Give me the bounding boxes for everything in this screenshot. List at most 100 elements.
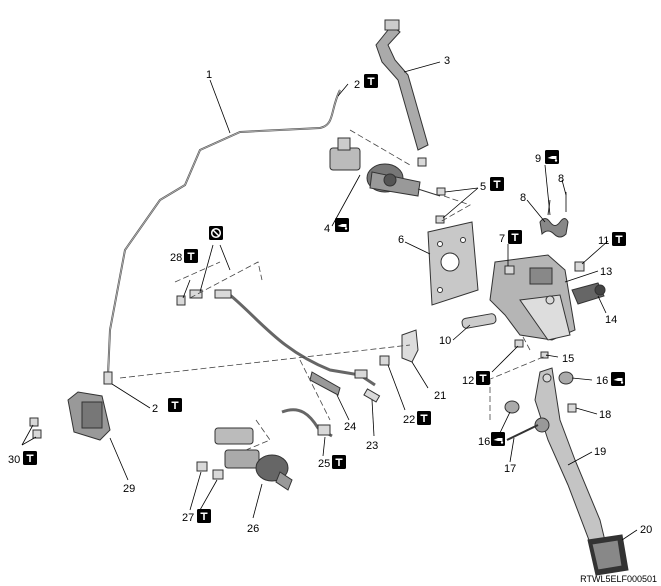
callout-5: 5: [480, 181, 486, 193]
callout-4: 4: [324, 223, 330, 235]
leader-28-nr-b: [219, 244, 231, 271]
leader-21: [411, 361, 429, 389]
leader-3: [403, 61, 441, 73]
pedal-bracket: [489, 254, 576, 341]
pivot-pin: [461, 313, 497, 329]
callout-21: 21: [434, 390, 446, 402]
callout-16-left: 16: [478, 436, 490, 448]
leader-24: [336, 394, 350, 421]
torque-icon: [197, 509, 211, 523]
leader-22: [387, 364, 406, 411]
leader-29: [109, 437, 129, 481]
no-reuse-icon: [209, 226, 223, 240]
callout-30: 30: [8, 454, 20, 466]
leader-18: [575, 407, 598, 415]
callout-24: 24: [344, 421, 356, 433]
leader-5b: [442, 187, 479, 219]
callout-3: 3: [444, 55, 450, 67]
leader-15: [545, 354, 559, 358]
leader-12: [491, 345, 519, 373]
leader-5a: [444, 187, 479, 193]
callout-14: 14: [605, 314, 617, 326]
callout-8-right: 8: [558, 173, 564, 185]
callout-7: 7: [499, 233, 505, 245]
hose-segment-24: [309, 371, 341, 396]
callout-19: 19: [594, 446, 606, 458]
leader-20: [621, 529, 638, 541]
callout-9: 9: [535, 153, 541, 165]
ref-line-28: [189, 261, 263, 299]
leader-30b: [21, 436, 37, 446]
leader-19: [567, 451, 593, 466]
ref-line-pin: [521, 334, 531, 351]
leader-28-nr-a: [199, 244, 214, 293]
torque-icon: [508, 230, 522, 244]
torque-icon: [168, 398, 182, 412]
callout-13: 13: [600, 266, 612, 278]
callout-25: 25: [318, 458, 330, 470]
master-cylinder: [329, 137, 441, 197]
callout-10: 10: [439, 335, 451, 347]
leader-8b: [561, 179, 567, 196]
callout-23: 23: [366, 440, 378, 452]
callout-11: 11: [598, 235, 609, 247]
ref-line-5: [439, 195, 471, 223]
torque-icon: [23, 451, 37, 465]
torque-icon: [332, 455, 346, 469]
leader-13: [564, 270, 599, 283]
callout-26: 26: [247, 523, 259, 535]
leader-10: [452, 324, 471, 341]
leader-8a: [526, 199, 546, 223]
leader-11: [581, 240, 609, 265]
leader-14: [597, 295, 607, 314]
reservoir-hose: [375, 19, 429, 151]
reference-code: RTWL5ELF000501: [580, 574, 657, 584]
callout-2-lower: 2: [152, 403, 158, 415]
leader-28: [182, 279, 191, 299]
leader-1: [209, 79, 231, 134]
grease-icon: [545, 150, 559, 164]
leader-2b: [111, 383, 151, 409]
callout-20: 20: [640, 524, 652, 536]
callout-29: 29: [123, 483, 135, 495]
torque-icon: [417, 411, 431, 425]
pedal-bracket-plate: [427, 221, 479, 306]
torque-icon: [364, 74, 378, 88]
clutch-pipe: [107, 89, 341, 376]
torque-icon: [476, 371, 490, 385]
hose-fittings: [176, 289, 381, 403]
callout-16-right: 16: [596, 375, 608, 387]
callout-27: 27: [182, 512, 194, 524]
clutch-switch: [571, 282, 606, 305]
leader-25: [322, 436, 326, 457]
torque-icon: [184, 249, 198, 263]
grease-icon: [611, 372, 625, 386]
leader-16a: [571, 377, 593, 381]
slave-cylinder: [196, 427, 293, 491]
clutch-hose: [229, 293, 376, 387]
leader-4: [331, 174, 361, 227]
torque-icon: [490, 177, 504, 191]
callout-8-left: 8: [520, 192, 526, 204]
clutch-pedal: [534, 367, 629, 576]
leader-23: [371, 399, 375, 437]
leader-2a: [337, 83, 349, 97]
leader-6: [404, 241, 431, 255]
leader-17: [509, 437, 515, 463]
callout-28: 28: [170, 252, 182, 264]
ref-line-pedal: [487, 354, 549, 381]
torque-icon: [612, 232, 626, 246]
grease-icon: [491, 432, 505, 446]
hose-bracket: [379, 329, 419, 366]
leader-27a: [189, 471, 202, 511]
callout-17: 17: [504, 463, 516, 475]
pedal-bushings: [504, 371, 577, 441]
ref-line-24: [299, 359, 331, 421]
grease-icon: [335, 218, 349, 232]
master-cylinder-nuts: [417, 157, 446, 224]
callout-18: 18: [599, 409, 611, 421]
ref-line-main: [119, 344, 411, 379]
release-fork-assembly: [29, 371, 113, 441]
leader-27b: [199, 479, 218, 511]
callout-22: 22: [403, 414, 415, 426]
